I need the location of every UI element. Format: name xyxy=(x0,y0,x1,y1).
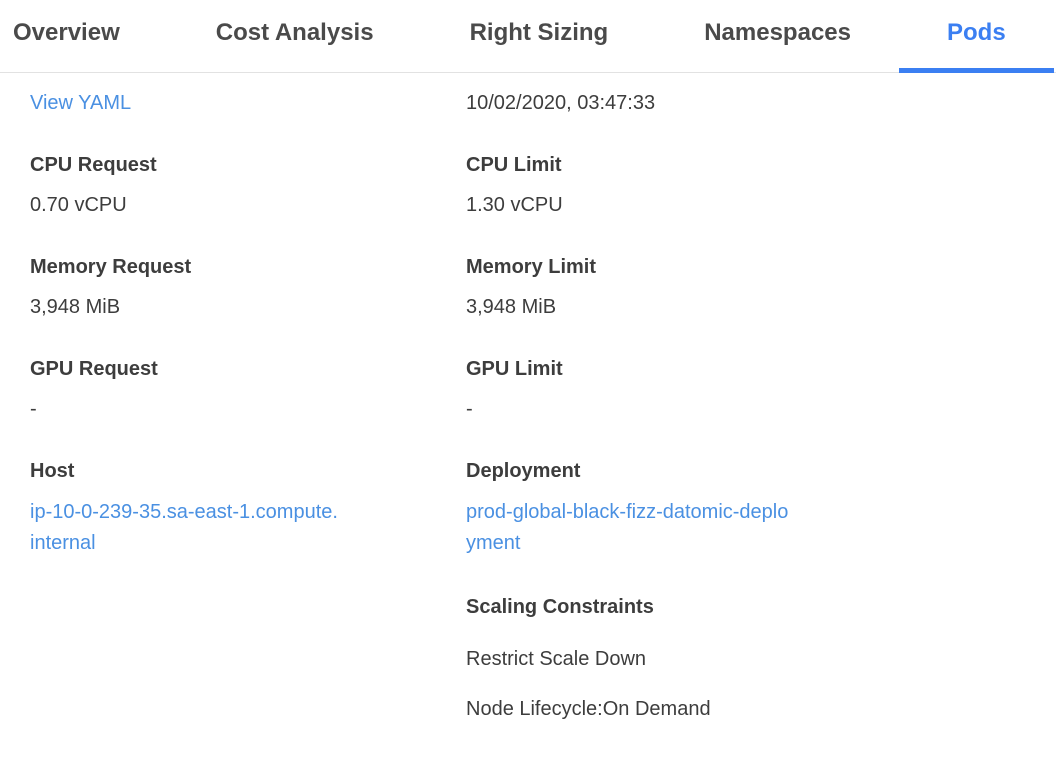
details-right-column: 10/02/2020, 03:47:33 CPU Limit 1.30 vCPU… xyxy=(466,89,1056,745)
gpu-limit-value: - xyxy=(466,398,473,420)
tab-right-sizing[interactable]: Right Sizing xyxy=(469,19,609,46)
deployment-label: Deployment xyxy=(466,460,581,482)
gpu-request-field: GPU Request - xyxy=(30,355,466,423)
pod-details-panel: View YAML CPU Request 0.70 vCPU Memory R… xyxy=(0,73,1056,745)
tab-pods[interactable]: Pods xyxy=(898,0,1054,73)
scaling-constraints-title: Scaling Constraints xyxy=(466,596,654,618)
cpu-request-value: 0.70 vCPU xyxy=(30,194,127,216)
host-label: Host xyxy=(30,460,75,482)
cpu-request-field: CPU Request 0.70 vCPU xyxy=(30,151,466,219)
scaling-constraint-item: Restrict Scale Down xyxy=(466,648,647,670)
memory-request-label: Memory Request xyxy=(30,256,192,278)
tab-bar: Overview Cost Analysis Right Sizing Name… xyxy=(0,0,1056,73)
memory-limit-value: 3,948 MiB xyxy=(466,296,557,318)
cpu-limit-value: 1.30 vCPU xyxy=(466,194,563,216)
memory-limit-label: Memory Limit xyxy=(466,256,597,278)
scaling-constraints-section: Scaling Constraints Restrict Scale Down … xyxy=(466,593,1056,723)
gpu-request-label: GPU Request xyxy=(30,358,158,380)
memory-request-value: 3,948 MiB xyxy=(30,296,121,318)
scaling-constraint-item: Node Lifecycle:On Demand xyxy=(466,698,711,720)
gpu-request-value: - xyxy=(30,398,37,420)
tab-cost-analysis[interactable]: Cost Analysis xyxy=(215,19,374,46)
last-updated-timestamp: 10/02/2020, 03:47:33 xyxy=(466,92,656,114)
cpu-limit-field: CPU Limit 1.30 vCPU xyxy=(466,151,1056,219)
host-field: Host ip-10-0-239-35.sa-east-1.compute.in… xyxy=(30,457,466,559)
gpu-limit-label: GPU Limit xyxy=(466,358,563,380)
cpu-request-label: CPU Request xyxy=(30,154,157,176)
host-link[interactable]: ip-10-0-239-35.sa-east-1.compute.interna… xyxy=(30,501,338,554)
tab-overview[interactable]: Overview xyxy=(13,19,120,46)
gpu-limit-field: GPU Limit - xyxy=(466,355,1056,423)
memory-limit-field: Memory Limit 3,948 MiB xyxy=(466,253,1056,321)
view-yaml-link[interactable]: View YAML xyxy=(30,92,132,114)
cpu-limit-label: CPU Limit xyxy=(466,154,562,176)
details-left-column: View YAML CPU Request 0.70 vCPU Memory R… xyxy=(30,89,466,745)
deployment-link[interactable]: prod-global-black-fizz-datomic-deploymen… xyxy=(466,501,789,554)
tab-namespaces[interactable]: Namespaces xyxy=(704,19,851,46)
memory-request-field: Memory Request 3,948 MiB xyxy=(30,253,466,321)
deployment-field: Deployment prod-global-black-fizz-datomi… xyxy=(466,457,1056,559)
